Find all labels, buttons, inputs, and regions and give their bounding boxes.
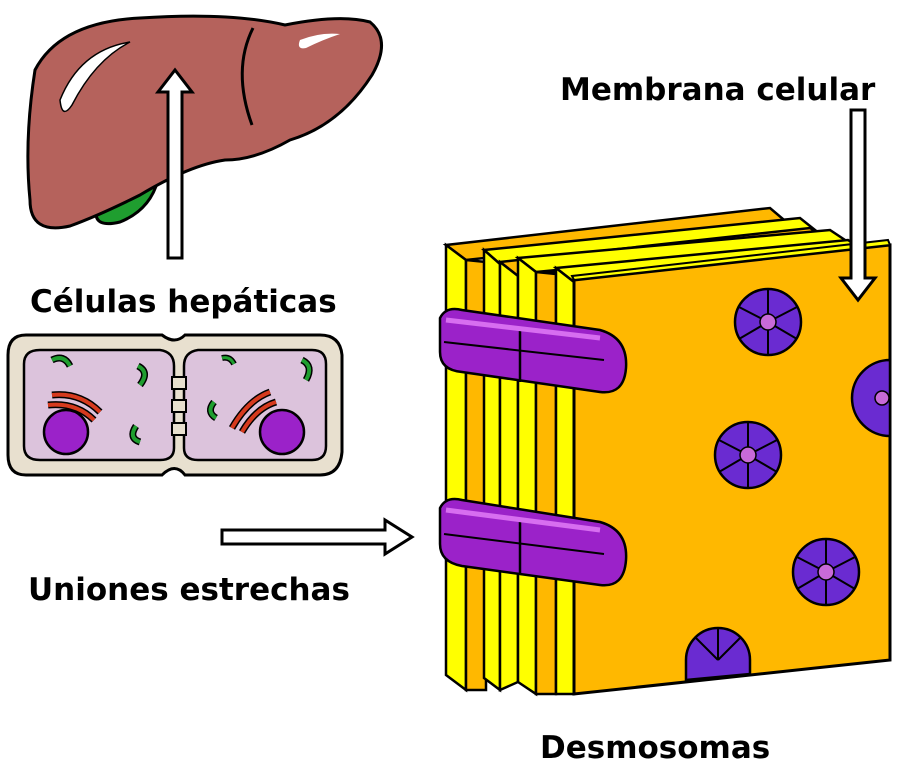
cell-membrane-label: Membrana celular xyxy=(560,72,876,108)
tight-junctions-label: Uniones estrechas xyxy=(28,572,350,608)
membrane-stack-icon xyxy=(440,208,890,694)
liver-icon xyxy=(28,16,382,228)
desmosomes-label: Desmosomas xyxy=(540,730,770,765)
arrow-right-icon xyxy=(222,520,412,554)
liver-cells-label: Células hepáticas xyxy=(30,284,337,320)
cell-pair-icon xyxy=(8,335,342,475)
